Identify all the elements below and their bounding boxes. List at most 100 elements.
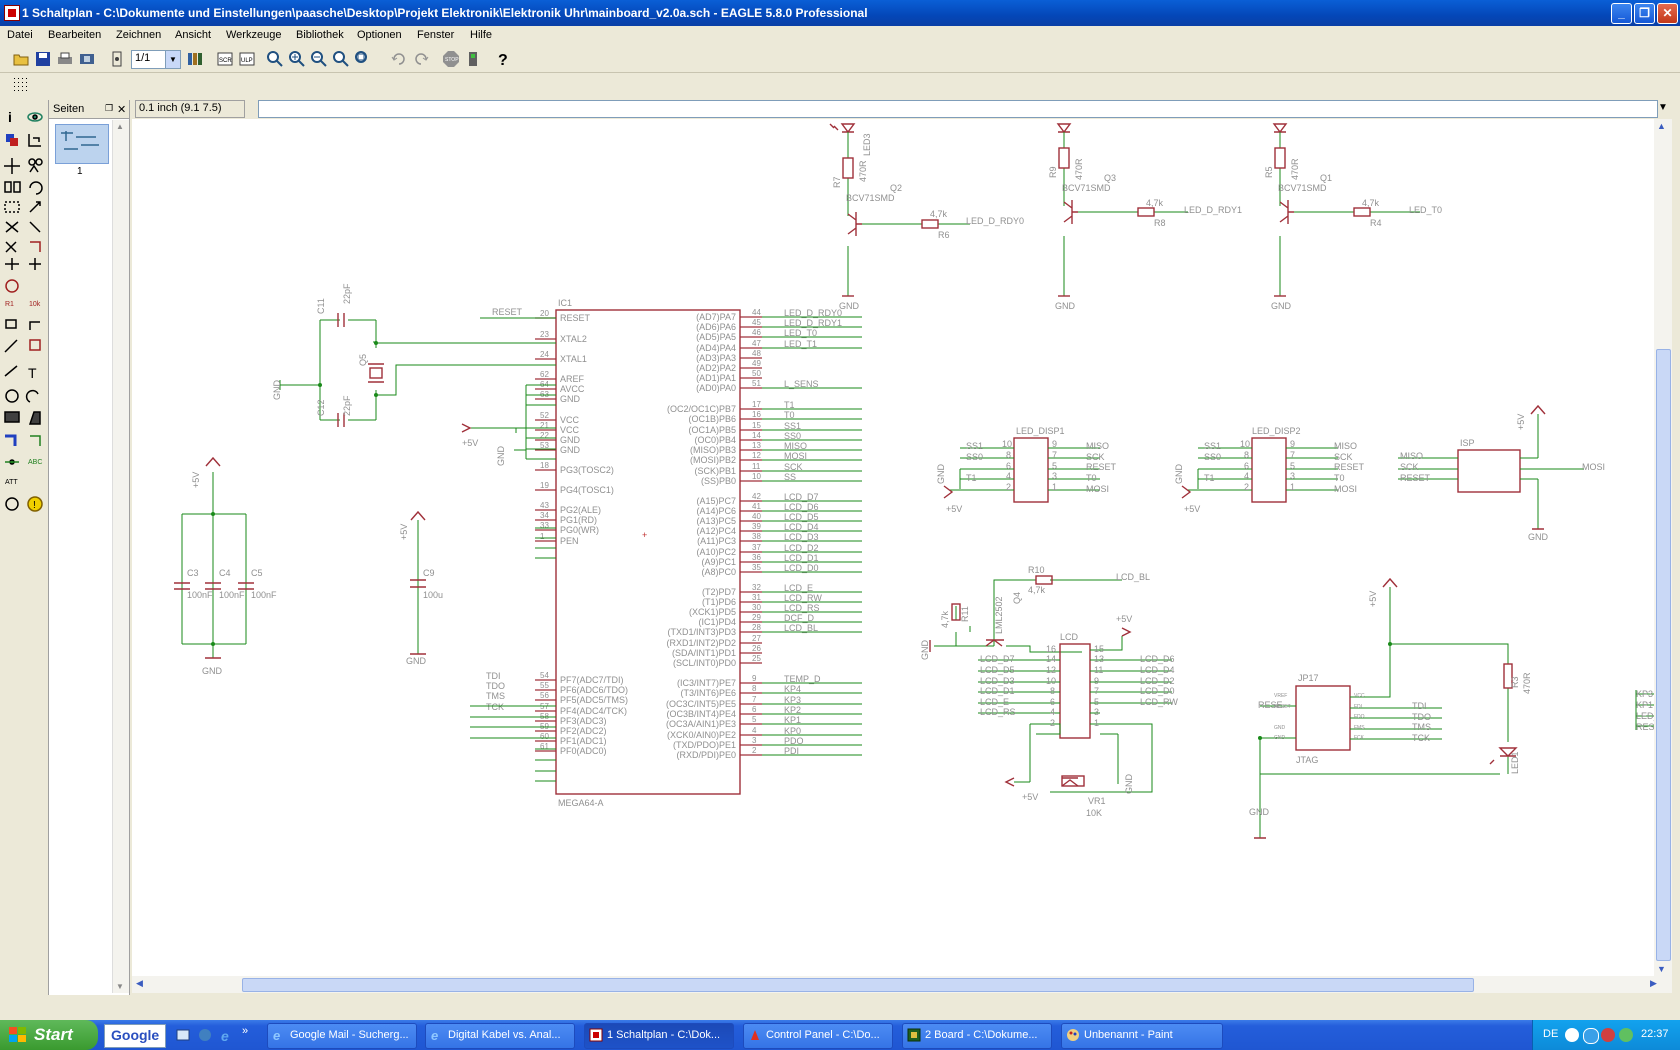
task-digital-kabel[interactable]: e Digital Kabel vs. Anal...	[425, 1023, 575, 1049]
menu-optionen[interactable]: Optionen	[357, 29, 402, 41]
command-history-dropdown[interactable]: ▼	[1658, 102, 1668, 113]
cam-icon[interactable]	[78, 50, 96, 68]
show-desktop-icon[interactable]	[175, 1027, 191, 1043]
ic1-pin-27[interactable]: 27(RXD1/INT2)PD2	[666, 634, 762, 648]
ic1-pin-26[interactable]: 26(SDA/INT1)PD1	[672, 644, 762, 658]
stop-icon[interactable]: STOP	[442, 50, 460, 68]
ic1-pin-49[interactable]: 49(AD2)PA2	[696, 359, 762, 373]
volume-icon[interactable]	[1619, 1028, 1633, 1042]
quicklaunch-more-icon[interactable]: »	[242, 1025, 249, 1037]
library-icon[interactable]	[186, 50, 204, 68]
led-disp2-header[interactable]: LED_DISP2 SS1 SS0 T1 MISO SCK RESET T0 M…	[1174, 426, 1365, 514]
tray-collapse-icon[interactable]	[1565, 1028, 1579, 1042]
minimize-button[interactable]: _	[1611, 3, 1632, 24]
menu-hilfe[interactable]: Hilfe	[470, 29, 493, 41]
language-indicator[interactable]: DE	[1543, 1028, 1559, 1040]
task-board[interactable]: 2 Board - C:\Dokume...	[902, 1023, 1052, 1049]
maximize-button[interactable]: ❐	[1634, 3, 1655, 24]
crystal-circuit[interactable]: C11 22pF C12 22pF Q5 GND RESET	[272, 283, 556, 427]
ie-icon[interactable]: e	[219, 1027, 235, 1043]
help-icon[interactable]: ?	[494, 50, 512, 68]
start-button[interactable]: Start	[0, 1020, 98, 1050]
isp-header[interactable]: ISP MISO SCK RESET MOSI +5V GND	[1398, 404, 1605, 542]
q1-driver[interactable]: R5 470R Q1 BCV71SMD 4,7k R4 LED_T0 GND	[1264, 123, 1442, 311]
led-disp1-header[interactable]: LED_DISP1 SS1 SS0 T1 MISO SCK RESET T0 M…	[936, 426, 1117, 514]
ic1-pin-25[interactable]: 25(SCL/INT0)PD0	[673, 654, 762, 668]
toolbox-icons[interactable]: i R1 10k T	[0, 106, 48, 546]
menu-zeichnen[interactable]: Zeichnen	[116, 29, 162, 41]
board-switch-icon[interactable]	[108, 50, 126, 68]
network-icon[interactable]	[1583, 1028, 1599, 1044]
media-player-icon[interactable]	[197, 1027, 213, 1043]
canvas-horizontal-scrollbar[interactable]: ◀ ▶	[132, 976, 1672, 993]
zoom-redraw-icon[interactable]	[332, 50, 350, 68]
task-google-mail[interactable]: e Google Mail - Sucherg...	[267, 1023, 417, 1049]
lcd-connector[interactable]: LCD +5V LCD_D7 LCD_D5 LCD_D3 LCD_D1 LCD_…	[978, 614, 1178, 818]
zoom-in-icon[interactable]	[288, 50, 306, 68]
decoupling-caps[interactable]: +5V C3 100nF C4 100nF C5 100nF GND	[174, 456, 277, 676]
task-control-panel[interactable]: Control Panel - C:\Do...	[743, 1023, 893, 1049]
script-icon[interactable]: SCR	[216, 50, 234, 68]
menu-fenster[interactable]: Fenster	[417, 29, 455, 41]
q2-driver[interactable]: LED3 R7 470R Q2 BCV71SMD 4,7k R6 LED_D_R…	[829, 123, 1024, 311]
c9-cap[interactable]: +5V C9 100u GND	[399, 510, 443, 666]
undo-icon[interactable]	[390, 50, 408, 68]
menu-ansicht[interactable]: Ansicht	[175, 29, 212, 41]
menu-datei[interactable]: Datei	[7, 29, 33, 41]
menu-bibliothek[interactable]: Bibliothek	[296, 29, 344, 41]
redo-icon[interactable]	[412, 50, 430, 68]
close-button[interactable]: ✕	[1657, 3, 1678, 24]
command-line-input[interactable]	[258, 100, 1658, 118]
ic1-pin-48[interactable]: 48(AD3)PA3	[696, 349, 762, 363]
ulp-icon[interactable]: ULP	[238, 50, 256, 68]
schematic-drawing[interactable]: .w{stroke:#1a8a1a;stroke-width:1;fill:no…	[132, 119, 1654, 976]
jtag-header[interactable]: JP17 JTAG RESE TDI TDO TMS TCK +5V R3 47…	[1249, 577, 1532, 839]
page-thumbnail[interactable]	[55, 124, 109, 164]
ic1-pin-50[interactable]: 50(AD1)PA1	[696, 369, 762, 383]
menu-werkzeuge[interactable]: Werkzeuge	[226, 29, 282, 41]
lcd-backlight[interactable]: R10 4,7k 4,7k R11 LML2502 Q4 LCD_BL GND	[920, 565, 1150, 660]
zoom-out-icon[interactable]	[310, 50, 328, 68]
google-toolbar[interactable]: Google	[104, 1024, 166, 1048]
schematic-canvas[interactable]: .w{stroke:#1a8a1a;stroke-width:1;fill:no…	[132, 119, 1654, 976]
panel-float-icon[interactable]: ❐	[105, 103, 114, 113]
